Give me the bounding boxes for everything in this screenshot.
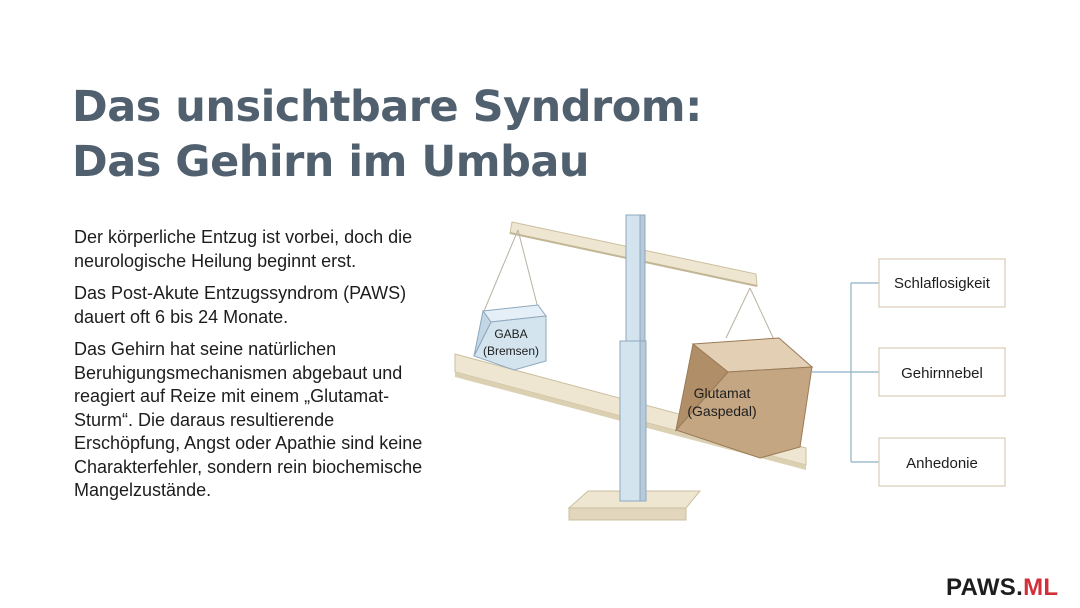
symptom-connectors <box>812 282 880 463</box>
symptom-box-schlaflosigkeit: Schlaflosigkeit <box>878 258 1006 308</box>
symptom-label: Anhedonie <box>906 455 978 472</box>
slide-title-line-1: Das unsichtbare Syndrom: <box>72 82 702 132</box>
gaba-cube: GABA (Bremsen) <box>473 304 547 371</box>
glutamat-cube: Glutamat (Gaspedal) <box>675 337 814 459</box>
glutamat-label: Glutamat <box>694 385 751 401</box>
slide-title-line-2: Das Gehirn im Umbau <box>72 137 590 187</box>
glutamat-role: (Gaspedal) <box>687 403 756 419</box>
gaba-role: (Bremsen) <box>483 344 539 358</box>
symptom-label: Schlaflosigkeit <box>894 275 991 292</box>
brand-main: PAWS. <box>946 574 1024 601</box>
scale-pillar <box>619 214 647 502</box>
gaba-label: GABA <box>494 327 527 341</box>
brand-logo: PAWS.ML <box>946 574 1058 602</box>
paragraph-paws-duration: Das Post-Akute Entzugssyndrom (PAWS) dau… <box>74 283 407 327</box>
symptom-box-gehirnnebel: Gehirnnebel <box>878 347 1006 397</box>
paragraph-glutamate-storm: Das Gehirn hat seine natürlichen Beruhig… <box>74 339 423 500</box>
slide-title: Das unsichtbare Syndrom: Das Gehirn im U… <box>72 80 702 190</box>
scale-strings <box>483 229 777 345</box>
symptom-label: Gehirnnebel <box>901 365 983 382</box>
symptom-box-anhedonie: Anhedonie <box>878 437 1006 487</box>
paragraph-withdrawal: Der körperliche Entzug ist vorbei, doch … <box>74 227 413 271</box>
brand-accent: ML <box>1023 574 1059 601</box>
body-text: Der körperliche Entzug ist vorbei, doch … <box>74 226 434 512</box>
